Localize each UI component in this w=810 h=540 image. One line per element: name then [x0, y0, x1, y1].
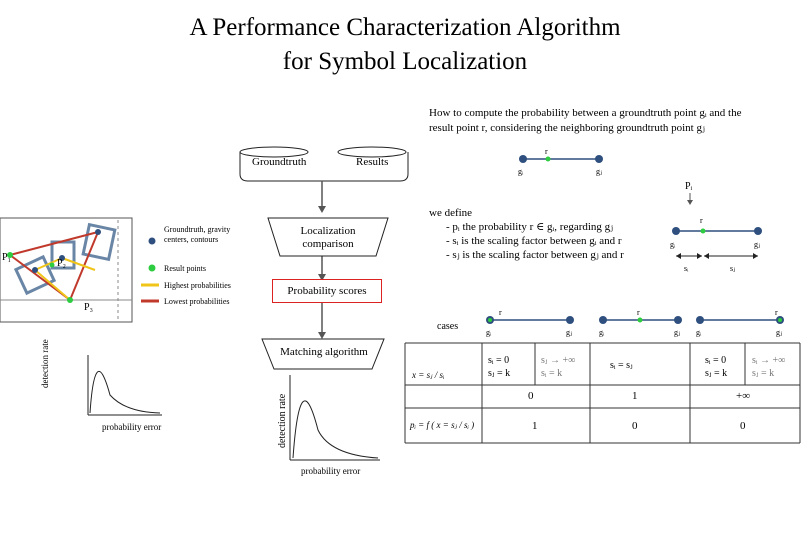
- p3-label: P₃: [84, 302, 94, 313]
- definition-line-4: - sⱼ is the scaling factor between gⱼ an…: [446, 249, 624, 261]
- r-point: [545, 156, 551, 162]
- def-r-label: r: [700, 216, 703, 225]
- groundtruth-label: Groundtruth: [252, 156, 307, 168]
- cond-5: sᵢ → +∞sⱼ = k: [752, 355, 786, 379]
- left-plot: [87, 355, 162, 416]
- localization-label: Localization comparison: [300, 225, 356, 250]
- case3-gi: gᵢ: [696, 328, 702, 337]
- x-val-2: +∞: [736, 390, 751, 402]
- definition-line-1: we define: [429, 207, 473, 219]
- left-plot-ylabel: detection rate: [40, 339, 50, 388]
- case3-r: r: [775, 308, 778, 317]
- def-gj-label: gⱼ: [754, 240, 761, 249]
- groundtruth-db-top: [239, 146, 309, 158]
- cond-3: sᵢ = sⱼ: [610, 360, 633, 371]
- results-db-top: [337, 146, 407, 158]
- right-plot: [289, 375, 380, 461]
- sample-drawing: [0, 217, 133, 323]
- cond-2: sⱼ → +∞sᵢ = k: [541, 355, 576, 379]
- legend-groundtruth: Groundtruth, gravity centers, contours: [164, 225, 231, 244]
- case3-gj: gⱼ: [776, 328, 783, 337]
- r-label: r: [545, 147, 548, 156]
- x-val-1: 1: [632, 390, 638, 402]
- case1-gi: gᵢ: [486, 328, 492, 337]
- case2-gi: gᵢ: [599, 328, 605, 337]
- question-line-2: result point r, considering the neighbor…: [429, 122, 705, 134]
- def-si-label: sᵢ: [684, 264, 689, 273]
- case1-gj: gⱼ: [566, 328, 573, 337]
- localization-box: [267, 217, 389, 257]
- matching-label: Matching algorithm: [280, 346, 368, 358]
- matching-box: [261, 338, 385, 370]
- legend-results: Result points: [164, 264, 207, 273]
- gi-point: [519, 155, 527, 163]
- results-label: Results: [356, 156, 389, 168]
- cases-table-grid: [404, 342, 801, 444]
- definition-line-3: - sᵢ is the scaling factor between gᵢ an…: [446, 235, 622, 247]
- database-shape: [239, 152, 409, 182]
- right-plot-ylabel: detection rate: [277, 393, 288, 448]
- def-gi-label: gᵢ: [670, 240, 676, 249]
- case2-gj: gⱼ: [674, 328, 681, 337]
- formula-p: pᵢ = f ( x = sⱼ / sᵢ ): [410, 420, 475, 430]
- gj-point: [595, 155, 603, 163]
- gi-label: gᵢ: [518, 167, 524, 176]
- probability-box: Probability scores: [272, 279, 382, 303]
- p2-label: P₂: [57, 258, 67, 269]
- definition-line-2: - pᵢ the probability r ∈ gᵢ, regarding g…: [446, 221, 614, 233]
- x-val-0: 0: [528, 390, 534, 402]
- def-sj-label: sⱼ: [730, 264, 736, 273]
- gj-label: gⱼ: [596, 167, 603, 176]
- formula-x: x = sⱼ / sᵢ: [412, 370, 445, 380]
- legend-result-marker: [148, 264, 156, 272]
- right-plot-xlabel: probability error: [301, 466, 361, 476]
- probability-label: Probability scores: [287, 284, 367, 297]
- title-line-2: for Symbol Localization: [282, 48, 528, 75]
- title-line-1: A Performance Characterization Algorithm: [189, 14, 621, 41]
- legend-lowest: Lowest probabilities: [164, 297, 230, 306]
- legend-groundtruth-marker: [148, 237, 156, 245]
- case-diagrams: [486, 316, 784, 324]
- pi-label: Pᵢ: [685, 181, 693, 192]
- p-val-0: 1: [532, 420, 538, 432]
- p-val-2: 0: [740, 420, 746, 432]
- left-plot-xlabel: probability error: [102, 422, 162, 432]
- cases-label: cases: [437, 321, 459, 332]
- case2-r: r: [637, 308, 640, 317]
- p1-label: P₁: [2, 252, 12, 263]
- p-val-1: 0: [632, 420, 638, 432]
- question-line-1: How to compute the probability between a…: [429, 107, 742, 119]
- legend-highest: Highest probabilities: [164, 281, 231, 290]
- case1-r: r: [499, 308, 502, 317]
